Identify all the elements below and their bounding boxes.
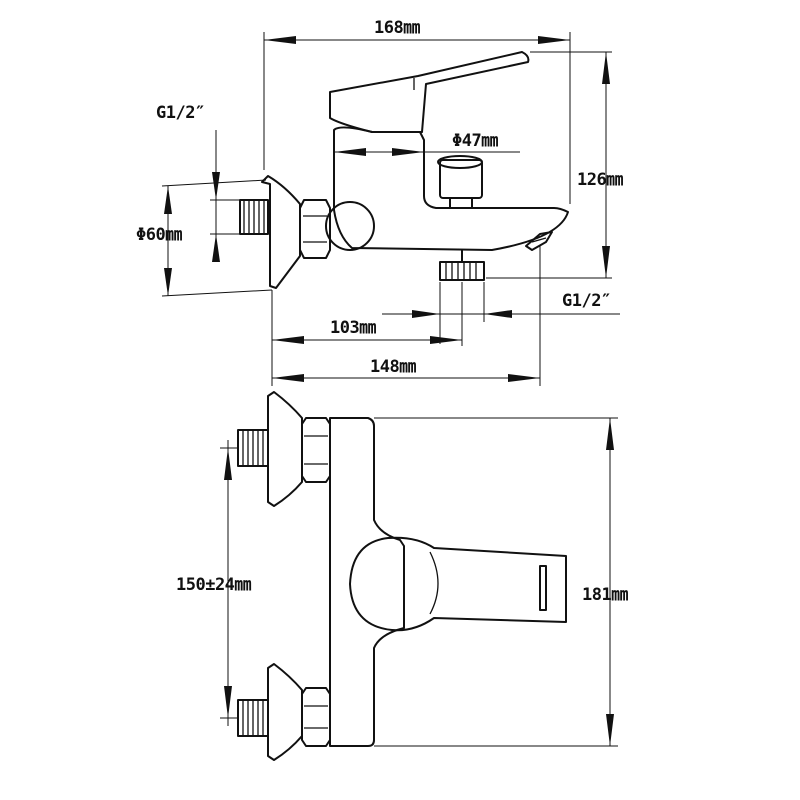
dim-outlet-g12-label: G1/2″	[562, 291, 611, 311]
dim-outlet-g12: G1/2″	[382, 282, 620, 344]
dim-181: 181㎜	[374, 417, 629, 747]
dim-126: 126㎜	[486, 51, 624, 279]
side-spout-aerator	[525, 231, 553, 251]
side-view: 168㎜ 126㎜ Φ47㎜ Φ60㎜	[136, 18, 624, 386]
dim-168-label: 168㎜	[374, 18, 420, 38]
dim-103: 103㎜	[271, 282, 463, 386]
side-hex-nut	[299, 199, 331, 259]
front-upper-inlet	[237, 391, 331, 507]
front-lower-inlet	[237, 663, 331, 761]
side-wall-flange	[261, 175, 301, 289]
dim-168: 168㎜	[263, 18, 571, 204]
side-ball-joint	[325, 201, 375, 251]
front-body	[329, 417, 405, 747]
dim-103-label: 103㎜	[330, 318, 376, 338]
front-handle	[349, 536, 567, 632]
side-inlet-thread	[239, 199, 269, 235]
side-body	[333, 126, 569, 251]
dim-126-label: 126㎜	[577, 170, 623, 190]
dim-phi47-label: Φ47㎜	[452, 131, 498, 151]
dim-181-label: 181㎜	[582, 585, 628, 605]
dim-inlet-g12-label: G1/2″	[156, 103, 205, 123]
side-diverter-knob	[437, 155, 483, 209]
dim-150-label: 150±24㎜	[176, 575, 251, 595]
side-outlet-thread	[439, 249, 485, 281]
front-view: 150±24㎜ 181㎜	[176, 391, 629, 761]
dim-150: 150±24㎜	[176, 440, 252, 726]
dim-148-label: 148㎜	[370, 357, 416, 377]
dim-148: 148㎜	[272, 246, 541, 386]
dim-phi47: Φ47㎜	[334, 131, 520, 156]
dim-phi60-label: Φ60㎜	[136, 225, 182, 245]
dim-phi60: Φ60㎜	[136, 179, 273, 297]
side-handle-lever	[329, 51, 530, 133]
dim-inlet-g12: G1/2″	[156, 103, 262, 262]
